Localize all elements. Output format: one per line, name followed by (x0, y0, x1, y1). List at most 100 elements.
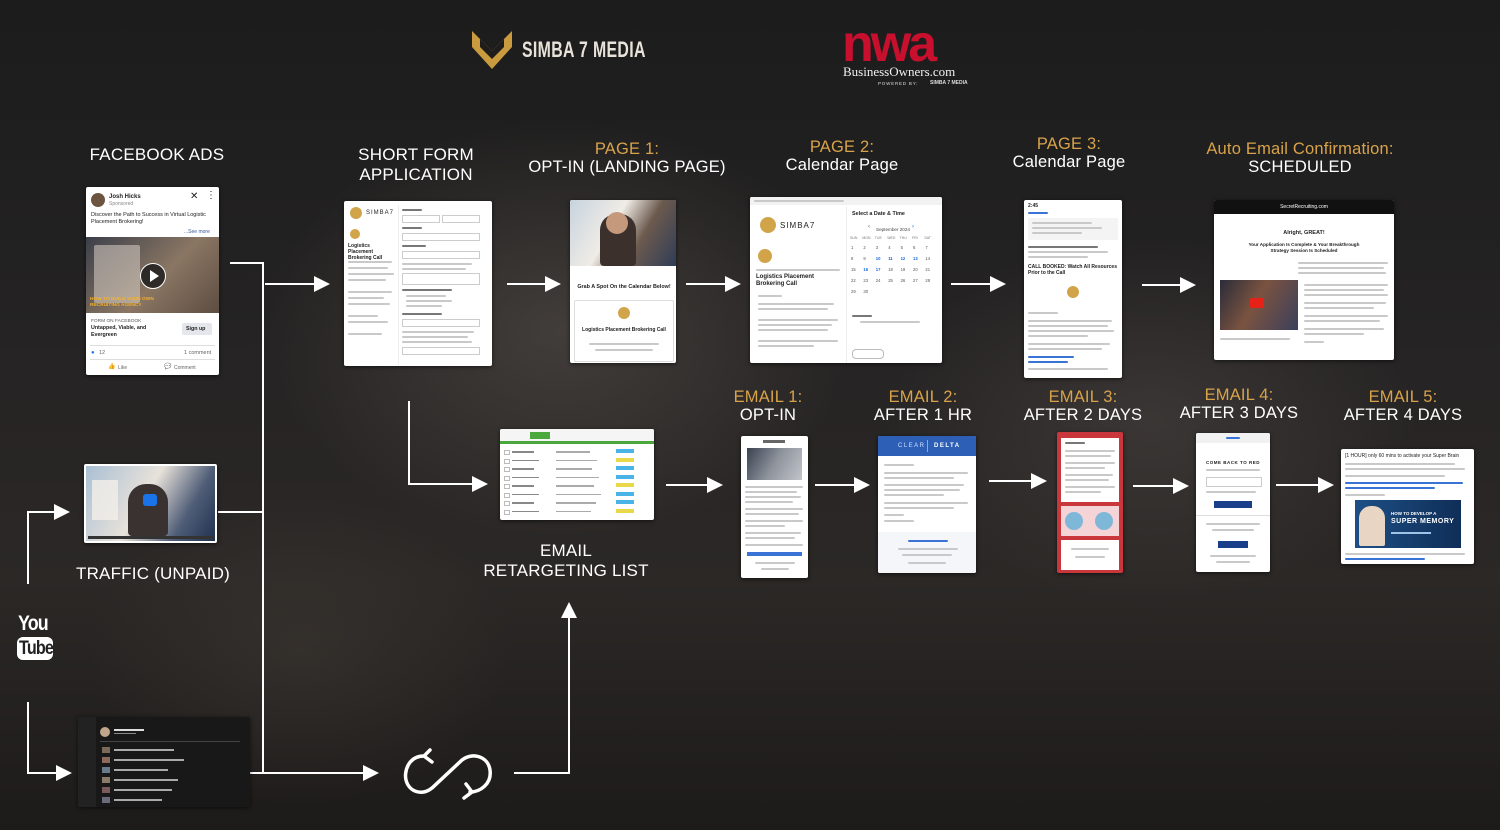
auto-email-screenshot[interactable]: SecretRecruiting.com Alright, GREAT! You… (1214, 200, 1394, 360)
chevron-left-icon[interactable]: ‹ (868, 224, 870, 230)
youtube-logo: You Tube (15, 612, 55, 664)
signup-button-label: Sign up (186, 326, 206, 332)
signup-button[interactable]: Sign up (182, 323, 212, 335)
list-item[interactable] (500, 456, 654, 464)
fb-ad-form-title: Untapped, Viable, and Evergreen (91, 325, 147, 338)
label-email1: EMAIL 1: OPT-IN (720, 387, 816, 425)
nwa-logo: nwa BusinessOwners.com POWERED BY: SIMBA… (840, 15, 970, 92)
like-icon[interactable]: 👍 (108, 364, 116, 370)
list-item[interactable] (500, 473, 654, 481)
calendar-day[interactable]: 11 (888, 256, 893, 261)
facebook-ad-screenshot[interactable]: Josh Hicks Sponsored ✕ ⋮ Discover the Pa… (86, 187, 219, 375)
calendar-day[interactable]: 16 (863, 267, 869, 272)
youtube-tube: Tube (19, 638, 54, 659)
label-facebook-ads: FACEBOOK ADS (89, 145, 225, 164)
email4-screenshot[interactable]: COME BACK TO RED (1196, 433, 1270, 572)
calendar-day: 25 (888, 278, 893, 283)
fb-ad-like[interactable]: Like (118, 365, 128, 371)
page2-calendar-screenshot[interactable]: SIMBA7 Logistics Placement Brokering Cal… (750, 197, 942, 363)
page2-month: September 2024 (876, 227, 910, 232)
fb-ad-comments: 1 comment (184, 350, 212, 356)
email5-banner-line1: HOW TO DEVELOP A (1391, 511, 1437, 516)
fb-ad-comment[interactable]: Comment (174, 365, 196, 371)
label-page3: PAGE 3: Calendar Page (994, 134, 1144, 172)
calendar-weekday: WED (887, 236, 896, 240)
lion-logo-icon (760, 217, 776, 233)
label-email4: EMAIL 4: AFTER 3 DAYS (1166, 385, 1312, 423)
calendar-day: 14 (925, 256, 931, 261)
email-list-screenshot[interactable] (500, 429, 654, 520)
short-form-title: Logistics Placement Brokering Call (348, 243, 383, 261)
list-item[interactable] (500, 507, 654, 515)
calendar-weekday: FRI (912, 236, 918, 240)
calendar-day: 6 (913, 245, 916, 250)
email3-screenshot[interactable] (1057, 432, 1123, 573)
label-retargeting: EMAIL RETARGETING LIST (474, 541, 658, 581)
calendar-day: 19 (900, 267, 906, 272)
calendar-day[interactable]: 13 (913, 256, 918, 261)
fb-ad-video[interactable]: HOW TO BUILD YOUR OWN RECRUITING AGENCY (86, 237, 219, 313)
youtube-you: You (18, 612, 49, 635)
list-item[interactable] (500, 447, 654, 455)
calendar-day: 20 (913, 267, 918, 272)
calendar-day: 1 (851, 245, 854, 250)
calendar-day: 22 (851, 278, 856, 283)
label-page1: PAGE 1: OPT-IN (LANDING PAGE) (520, 139, 734, 177)
calendar-day: 3 (875, 245, 879, 250)
label-email5-title: EMAIL 5: (1368, 388, 1438, 406)
calendar-day[interactable]: 17 (875, 267, 881, 272)
short-form-screenshot[interactable]: SIMBA7 Logistics Placement Brokering Cal… (344, 201, 492, 366)
list-item[interactable] (500, 490, 654, 498)
label-email1-sub: OPT-IN (739, 406, 797, 424)
email5-screenshot[interactable]: [1 HOUR] only 60 mins to activate your S… (1341, 449, 1474, 564)
close-icon: ✕ (190, 191, 199, 202)
page2-select: Select a Date & Time (852, 211, 905, 217)
label-email4-title: EMAIL 4: (1204, 386, 1274, 404)
calendar-day: 30 (863, 289, 869, 294)
email4-heading: COME BACK TO RED (1206, 460, 1260, 465)
chevron-right-icon[interactable]: › (912, 224, 914, 230)
email5-banner[interactable]: HOW TO DEVELOP A SUPER MEMORY (1355, 500, 1461, 548)
calendar-day: 4 (888, 245, 891, 250)
label-email5: EMAIL 5: AFTER 4 DAYS (1332, 387, 1474, 425)
list-item[interactable] (500, 498, 654, 506)
contact-list[interactable] (500, 447, 654, 519)
play-icon[interactable] (140, 263, 166, 289)
comment-icon[interactable]: 💬 (164, 364, 172, 370)
calendar-day: 21 (925, 267, 931, 272)
auto-email-video[interactable] (1220, 280, 1298, 330)
calendar-weekday: SUN (850, 236, 858, 240)
nwa-powered-brand: SIMBA 7 MEDIA (930, 80, 968, 86)
label-page2-title: PAGE 2: (809, 138, 875, 156)
email2-brand-left: CLEAR (898, 443, 926, 449)
booking-card[interactable]: Logistics Placement Brokering Call (574, 300, 674, 362)
email1-screenshot[interactable] (741, 436, 808, 578)
calendar-day: 15 (851, 267, 856, 272)
label-page2: PAGE 2: Calendar Page (765, 137, 919, 175)
list-item[interactable] (500, 481, 654, 489)
page3-time: 2:45 (1028, 203, 1039, 209)
reactions-icon: ● (91, 350, 95, 356)
play-icon[interactable] (143, 494, 157, 506)
calendar-day: 29 (851, 289, 856, 294)
page3-confirm-screenshot[interactable]: 2:45 CALL BOOKED: Watch All Resources Pr… (1024, 200, 1122, 378)
traffic-video-screenshot[interactable] (84, 464, 217, 543)
calendar-day: 2 (863, 245, 866, 250)
label-email2-title: EMAIL 2: (888, 388, 958, 406)
more-icon: ⋮ (206, 190, 216, 201)
page1-optin-screenshot[interactable]: Grab A Spot On the Calendar Below! Logis… (570, 200, 676, 363)
bear-icon (1065, 512, 1083, 530)
page2-brand: SIMBA7 (780, 221, 816, 230)
avatar (91, 193, 105, 207)
page1-cta: Grab A Spot On the Calendar Below! (577, 284, 671, 290)
calendar-day: 26 (900, 278, 906, 283)
email2-screenshot[interactable]: CLEAR DELTA (878, 436, 976, 573)
calendar-day[interactable]: 12 (900, 256, 906, 261)
list-item[interactable] (500, 464, 654, 472)
calendar-day[interactable]: 10 (875, 256, 881, 261)
youtube-channel-screenshot[interactable] (78, 717, 250, 807)
label-page2-sub: Calendar Page (785, 156, 899, 174)
calendar-weekday: MON (862, 236, 871, 240)
fb-ad-video-caption: HOW TO BUILD YOUR OWN RECRUITING AGENCY (90, 297, 154, 308)
